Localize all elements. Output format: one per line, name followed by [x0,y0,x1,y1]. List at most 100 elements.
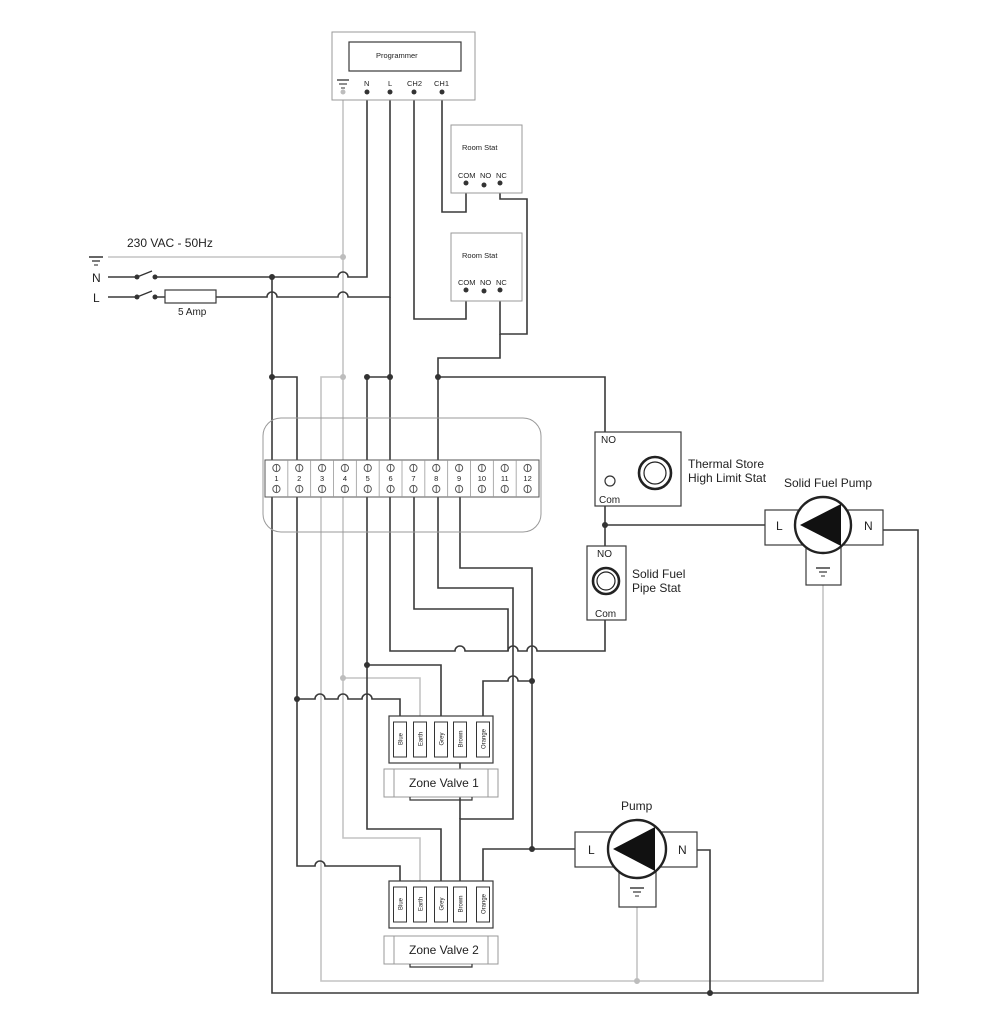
supply-label: 230 VAC - 50Hz [127,236,213,250]
wire-earth: Earth [413,886,427,923]
svg-text:Blue: Blue [399,897,405,910]
svg-text:Orange: Orange [482,893,488,914]
solid-fuel-pump-l: L [776,519,783,533]
programmer-title: Programmer [376,51,418,60]
terminal-number: 11 [501,474,509,483]
terminal-5: 5 [355,460,372,497]
room-stat-1-no: NO [480,171,491,180]
zone-valve-2: Blue Earth Grey Brown Orange Zone Valve 2 [383,880,499,968]
svg-text:Orange: Orange [482,728,488,749]
pipe-stat-title-2: Pipe Stat [632,581,681,595]
solid-fuel-pump-title: Solid Fuel Pump [784,476,872,490]
svg-text:Earth: Earth [419,732,425,746]
terminal-number: 9 [457,474,461,483]
pump-title: Pump [621,799,653,813]
wire-orange: Orange [476,721,490,758]
terminal-3: 3 [310,460,327,497]
dial-icon [637,455,673,491]
programmer-terminal-n: N [364,79,369,88]
wire-blue: Blue [393,886,407,923]
room-stat-1-title: Room Stat [462,143,498,152]
pump-n: N [678,843,687,857]
svg-text:Grey: Grey [440,897,446,910]
svg-text:Brown: Brown [459,730,465,747]
programmer-terminal-l: L [388,79,392,88]
wire-blue: Blue [393,721,407,758]
room-stat-2-nc: NC [496,278,507,287]
pump: Pump L N [574,799,698,908]
terminal-7: 7 [401,460,418,497]
terminal-6: 6 [378,460,395,497]
terminal-number: 10 [478,474,486,483]
terminal-number: 7 [411,474,415,483]
thermal-store-stat-title-1: Thermal Store [688,457,764,471]
wire-earth: Earth [413,721,427,758]
terminal-number: 4 [343,474,347,483]
room-stat-1-com: COM [458,171,476,180]
neutral-switch-icon [134,270,158,280]
terminal-8: 8 [424,460,441,497]
terminal-4: 4 [333,460,350,497]
room-stat-1: Room Stat COM NO NC [450,124,523,194]
pipe-stat-title-1: Solid Fuel [632,567,685,581]
wire-grey: Grey [434,721,448,758]
pump-earth-icon [630,887,644,897]
programmer-terminal-ch1: CH1 [434,79,449,88]
solid-fuel-pump-earth-icon [816,567,830,577]
wire-brown: Brown [453,886,467,923]
terminal-1: 1 [272,463,281,494]
fuse-label: 5 Amp [178,307,207,318]
solid-fuel-pump: Solid Fuel Pump L N [764,476,884,586]
wire-grey: Grey [434,886,448,923]
pipe-stat-dial-icon [591,566,621,596]
room-stat-1-nc: NC [496,171,507,180]
pump-impeller-icon [613,827,655,871]
terminal-2: 2 [287,460,304,497]
junction-dots [269,254,713,996]
svg-text:Brown: Brown [459,895,465,912]
room-stat-2-title: Room Stat [462,251,498,260]
zone-valve-2-title: Zone Valve 2 [409,943,479,957]
solid-fuel-pipe-stat: NO Com Solid Fuel Pipe Stat [586,545,685,621]
terminal-number: 12 [523,474,531,483]
solid-fuel-pump-n: N [864,519,873,533]
earth-symbol-icon [89,256,103,266]
zone-valve-1: Blue Earth Grey Brown Orange Zone Valve 1 [383,715,499,801]
neutral-label: N [92,271,101,285]
programmer-earth-icon [337,79,349,89]
room-stat-2-no: NO [480,278,491,287]
live-switch-icon [134,290,158,300]
terminal-number: 6 [388,474,392,483]
terminal-number: 2 [297,474,301,483]
thermal-store-stat-no: NO [601,435,616,446]
wire-brown: Brown [453,721,467,758]
thermal-store-stat-title-2: High Limit Stat [688,471,767,485]
svg-text:Earth: Earth [419,897,425,911]
terminal-9: 9 [447,460,464,497]
supply: 230 VAC - 50Hz N L 5 Amp [89,236,217,318]
terminal-number: 1 [274,474,278,483]
programmer: Programmer N L CH2 CH1 [331,31,476,101]
terminal-number: 5 [366,474,370,483]
svg-text:Grey: Grey [440,732,446,745]
live-label: L [93,291,100,305]
wire-orange: Orange [476,886,490,923]
room-stat-2: Room Stat COM NO NC [450,232,523,302]
terminal-number: 8 [434,474,438,483]
zone-valve-1-title: Zone Valve 1 [409,776,479,790]
thermal-store-stat-com: Com [599,495,620,506]
terminal-10: 10 [470,460,486,497]
pipe-stat-no: NO [597,549,612,560]
thermal-store-high-limit-stat: NO Com Thermal Store High Limit Stat [594,431,767,507]
wires [108,92,919,994]
pipe-stat-com: Com [595,609,616,620]
pump-impeller-icon [800,504,841,546]
room-stat-2-com: COM [458,278,476,287]
fuse [164,289,217,304]
pump-l: L [588,843,595,857]
terminal-11: 11 [492,460,509,497]
terminal-number: 3 [320,474,324,483]
programmer-terminal-ch2: CH2 [407,79,422,88]
